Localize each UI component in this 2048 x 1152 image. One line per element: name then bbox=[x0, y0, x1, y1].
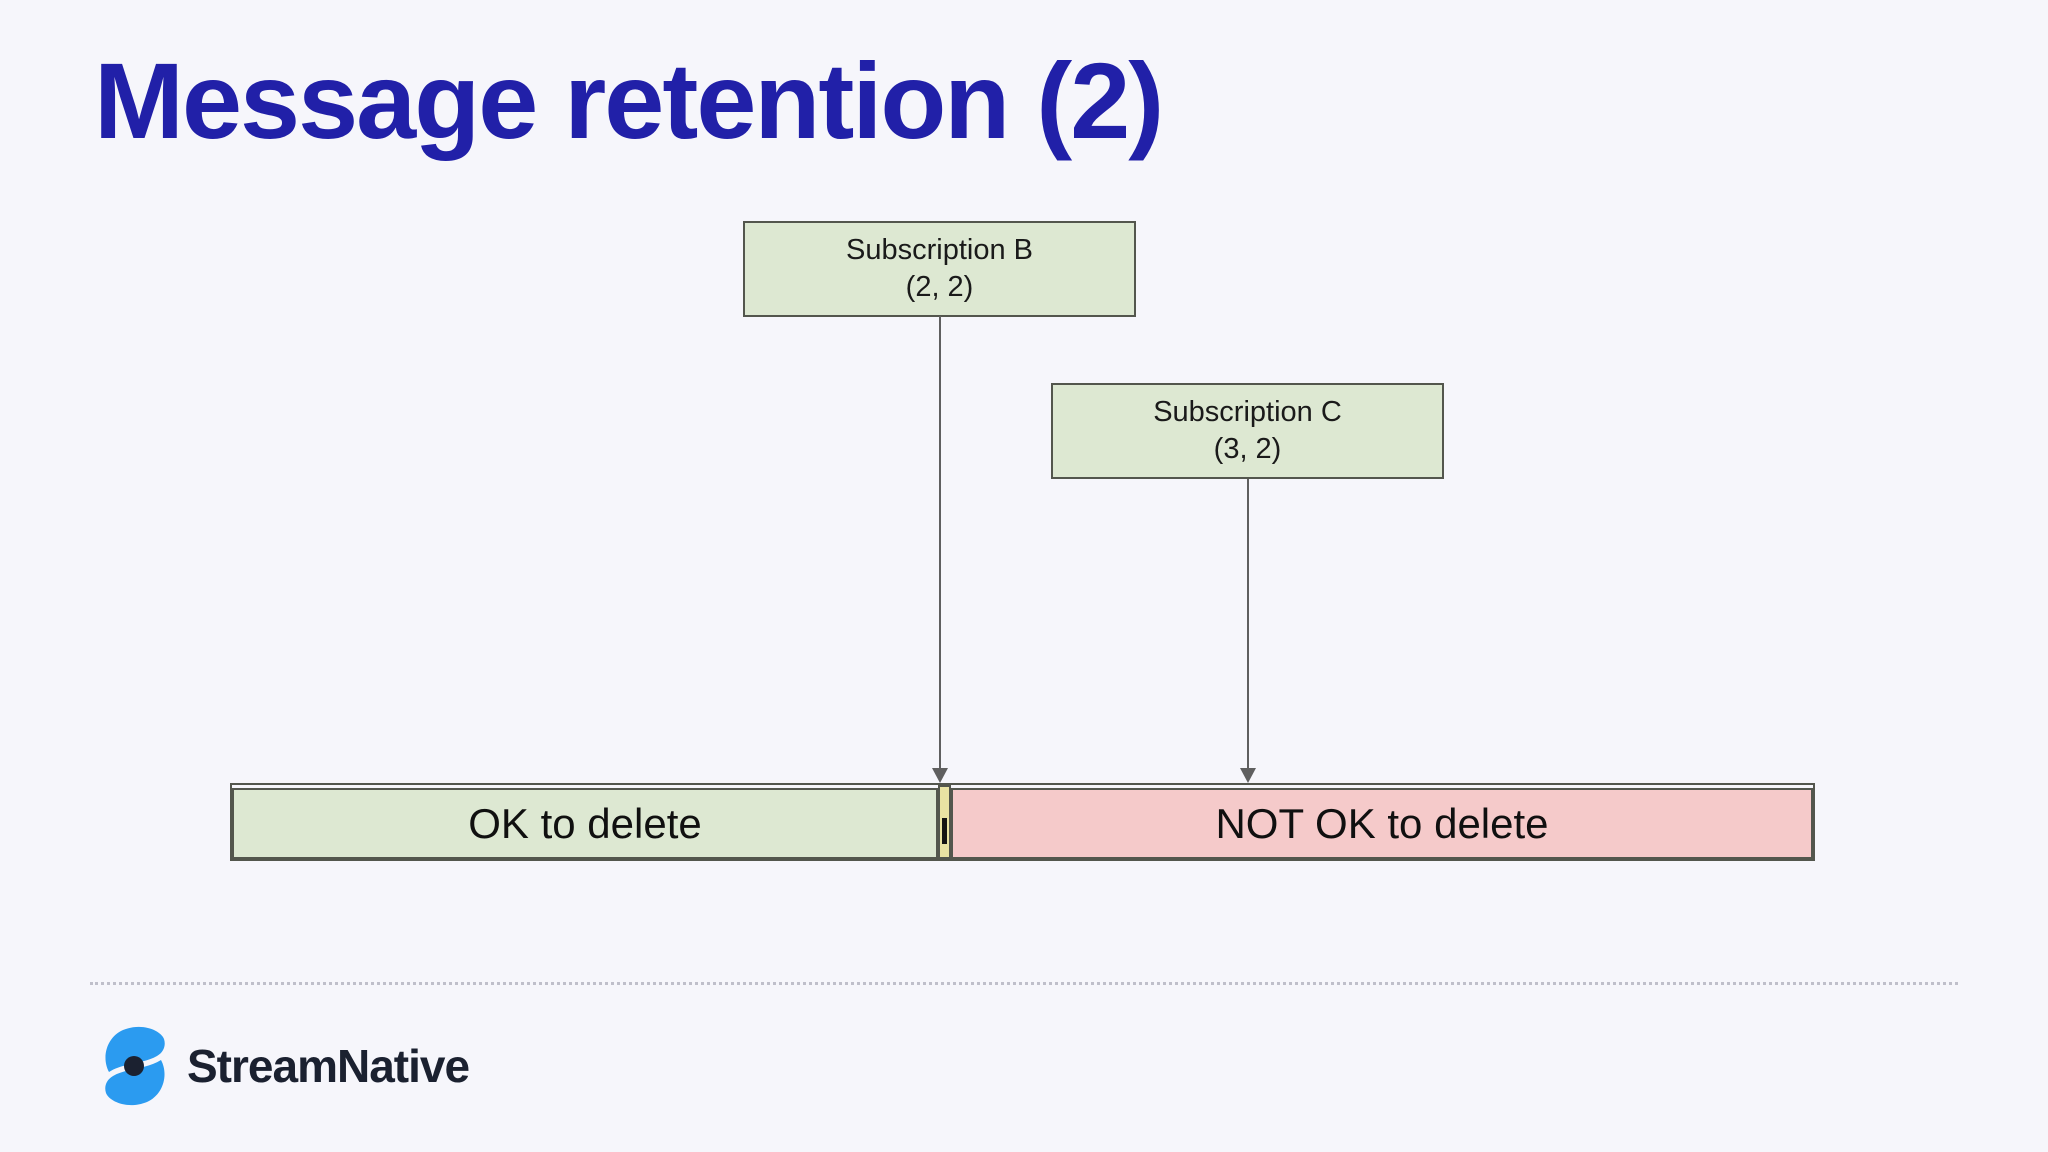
retention-bar: OK to delete NOT OK to delete bbox=[230, 783, 1815, 861]
cursor-marker-tick bbox=[942, 818, 947, 844]
subscription-b-arrow-line bbox=[939, 316, 941, 769]
subscription-b-arrowhead-icon bbox=[932, 768, 948, 783]
not-ok-to-delete-segment: NOT OK to delete bbox=[951, 788, 1813, 859]
slide-title: Message retention (2) bbox=[94, 40, 1164, 161]
subscription-c-label: Subscription C bbox=[1153, 396, 1342, 428]
not-ok-to-delete-label: NOT OK to delete bbox=[1215, 799, 1549, 847]
subscription-c-arrowhead-icon bbox=[1240, 768, 1256, 783]
cursor-marker-cell bbox=[938, 785, 951, 859]
streamnative-logo-icon bbox=[105, 1026, 165, 1106]
footer-divider bbox=[90, 982, 1958, 985]
subscription-c-arrow-line bbox=[1247, 479, 1249, 769]
footer-brand: StreamNative bbox=[99, 1025, 470, 1107]
brand-name: StreamNative bbox=[187, 1040, 470, 1092]
subscription-c-box: Subscription C (3, 2) bbox=[1051, 383, 1444, 479]
subscription-c-position: (3, 2) bbox=[1213, 433, 1282, 465]
ok-to-delete-label: OK to delete bbox=[468, 799, 702, 847]
subscription-b-label: Subscription B bbox=[846, 234, 1033, 266]
ok-to-delete-segment: OK to delete bbox=[232, 788, 938, 859]
subscription-b-box: Subscription B (2, 2) bbox=[743, 221, 1136, 317]
subscription-b-position: (2, 2) bbox=[905, 271, 974, 303]
